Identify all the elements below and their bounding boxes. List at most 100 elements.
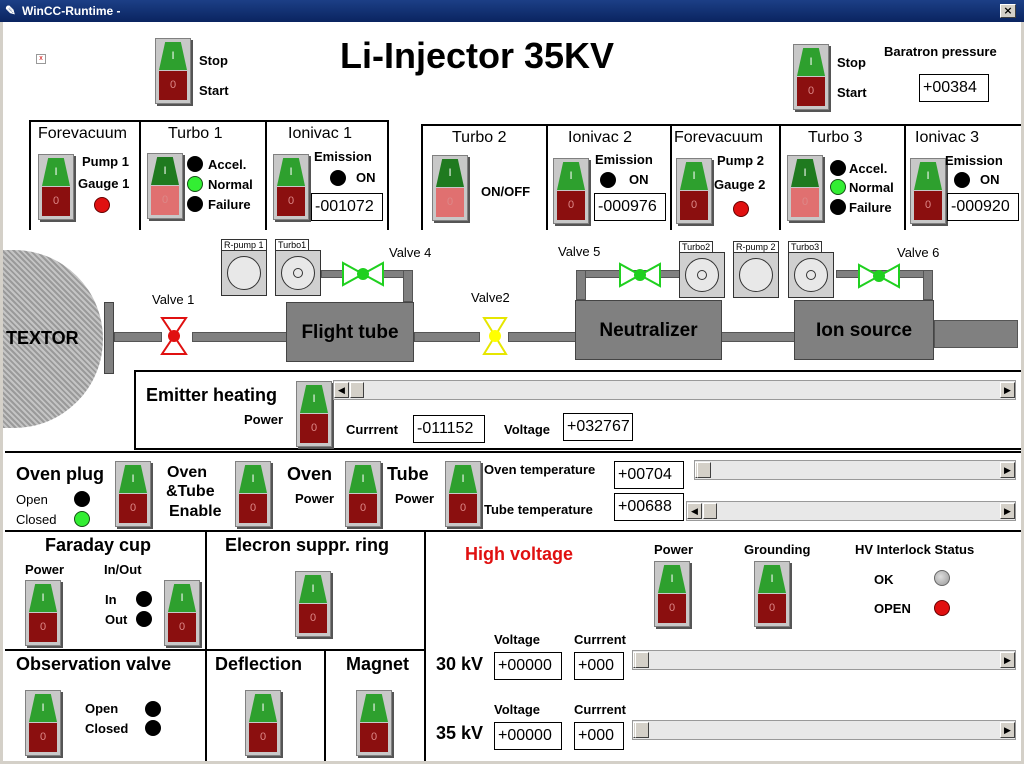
- hv35-scrollbar[interactable]: ◀▶: [632, 720, 1016, 740]
- faraday-out-label: Out: [105, 612, 128, 627]
- oven-temp-scrollbar[interactable]: ◀▶: [694, 460, 1016, 480]
- oven-title: Oven: [287, 464, 333, 484]
- hv30-scrollbar[interactable]: ◀▶: [632, 650, 1016, 670]
- deflection-title: Deflection: [215, 654, 303, 674]
- electron-suppr-title: Elecron suppr. ring: [225, 535, 390, 555]
- pump-line-2-down: [576, 270, 586, 300]
- textor-label: TEXTOR: [6, 328, 79, 348]
- beam-pipe-2: [192, 332, 287, 342]
- gauge1-label: Gauge 1: [78, 176, 130, 191]
- top-right-panel: [421, 124, 1021, 230]
- pump-line-3-down: [923, 270, 933, 300]
- hv-power-label: Power: [654, 542, 694, 557]
- valve1-icon[interactable]: [158, 316, 190, 356]
- oven-tube-enable-title-2: &Tube: [166, 483, 215, 500]
- faraday-title: Faraday cup: [45, 535, 152, 555]
- pump2-label: Pump 2: [717, 153, 764, 168]
- baratron-label: Baratron pressure: [884, 44, 997, 59]
- observation-closed-indicator: [145, 720, 161, 736]
- gauge2-label: Gauge 2: [714, 177, 766, 192]
- ionivac2-on-indicator: [600, 172, 616, 188]
- beam-pipe-4: [508, 332, 576, 342]
- observation-title: Observation valve: [16, 654, 172, 674]
- valve2-label: Valve2: [471, 290, 510, 305]
- hv35-current-value: +000: [574, 722, 624, 750]
- valve5-icon[interactable]: [618, 260, 662, 290]
- ionivac1-on-label: ON: [356, 170, 376, 185]
- textor-flange: [104, 302, 114, 374]
- turbo3-failure-indicator: [830, 199, 846, 215]
- valve2-icon[interactable]: [480, 316, 510, 356]
- gauge1-indicator: [94, 197, 110, 213]
- tube-temp-value: +00688: [614, 493, 684, 521]
- hv35-current-label: Currrent: [574, 702, 627, 717]
- beam-pipe-5: [721, 332, 795, 342]
- valve4-icon[interactable]: [341, 259, 385, 289]
- emitter-current-value: -011152: [413, 415, 485, 443]
- ionivac1-emission-label: Emission: [314, 149, 372, 164]
- hv30-voltage-label: Voltage: [494, 632, 540, 647]
- hv-ok-indicator: [934, 570, 950, 586]
- broken-image-icon: x: [36, 54, 46, 64]
- oven-plug-open-label: Open: [16, 492, 48, 507]
- turbo1-failure-indicator: [187, 196, 203, 212]
- valve5-label: Valve 5: [558, 244, 601, 259]
- window-title: WinCC-Runtime -: [22, 4, 121, 18]
- ionivac1-value: -001072: [311, 193, 383, 221]
- ionivac3-title: Ionivac 3: [915, 129, 980, 146]
- hv30-current-value: +000: [574, 652, 624, 680]
- forevacuum-2-title: Forevacuum: [674, 129, 763, 146]
- faraday-in-indicator: [136, 591, 152, 607]
- flight-tube: Flight tube: [286, 302, 414, 362]
- observation-open-label: Open: [85, 701, 119, 716]
- pump1-label: Pump 1: [82, 154, 129, 169]
- tube-temp-scrollbar[interactable]: ◀▶: [686, 501, 1016, 521]
- turbo1-normal-label: Normal: [208, 177, 253, 192]
- turbo3-normal-label: Normal: [849, 180, 894, 195]
- ionivac2-title: Ionivac 2: [568, 129, 633, 146]
- hv-title: High voltage: [465, 544, 574, 564]
- faraday-inout-label: In/Out: [104, 562, 142, 577]
- ionivac1-title: Ionivac 1: [288, 125, 353, 142]
- hv35-label: 35 kV: [436, 723, 484, 743]
- hv-open-indicator: [934, 600, 950, 616]
- turbo2-pump: Turbo2: [679, 241, 725, 298]
- secondary-start-label: Start: [837, 85, 867, 100]
- emitter-current-label: Currrent: [346, 422, 399, 437]
- oven-tube-enable-title-1: Oven: [167, 464, 208, 481]
- hv-open-label: OPEN: [874, 601, 911, 616]
- emitter-voltage-value: +032767: [563, 413, 633, 441]
- turbo3-failure-label: Failure: [849, 200, 892, 215]
- close-button[interactable]: ×: [1000, 4, 1016, 18]
- emitter-scrollbar[interactable]: ◀▶: [333, 380, 1016, 400]
- pump-line-1-down: [403, 270, 413, 302]
- tube-title: Tube: [387, 464, 429, 484]
- top-left-panel: [29, 120, 389, 230]
- beam-pipe-3: [414, 332, 480, 342]
- turbo3-pump: Turbo3: [788, 241, 834, 298]
- valve6-icon[interactable]: [857, 261, 901, 291]
